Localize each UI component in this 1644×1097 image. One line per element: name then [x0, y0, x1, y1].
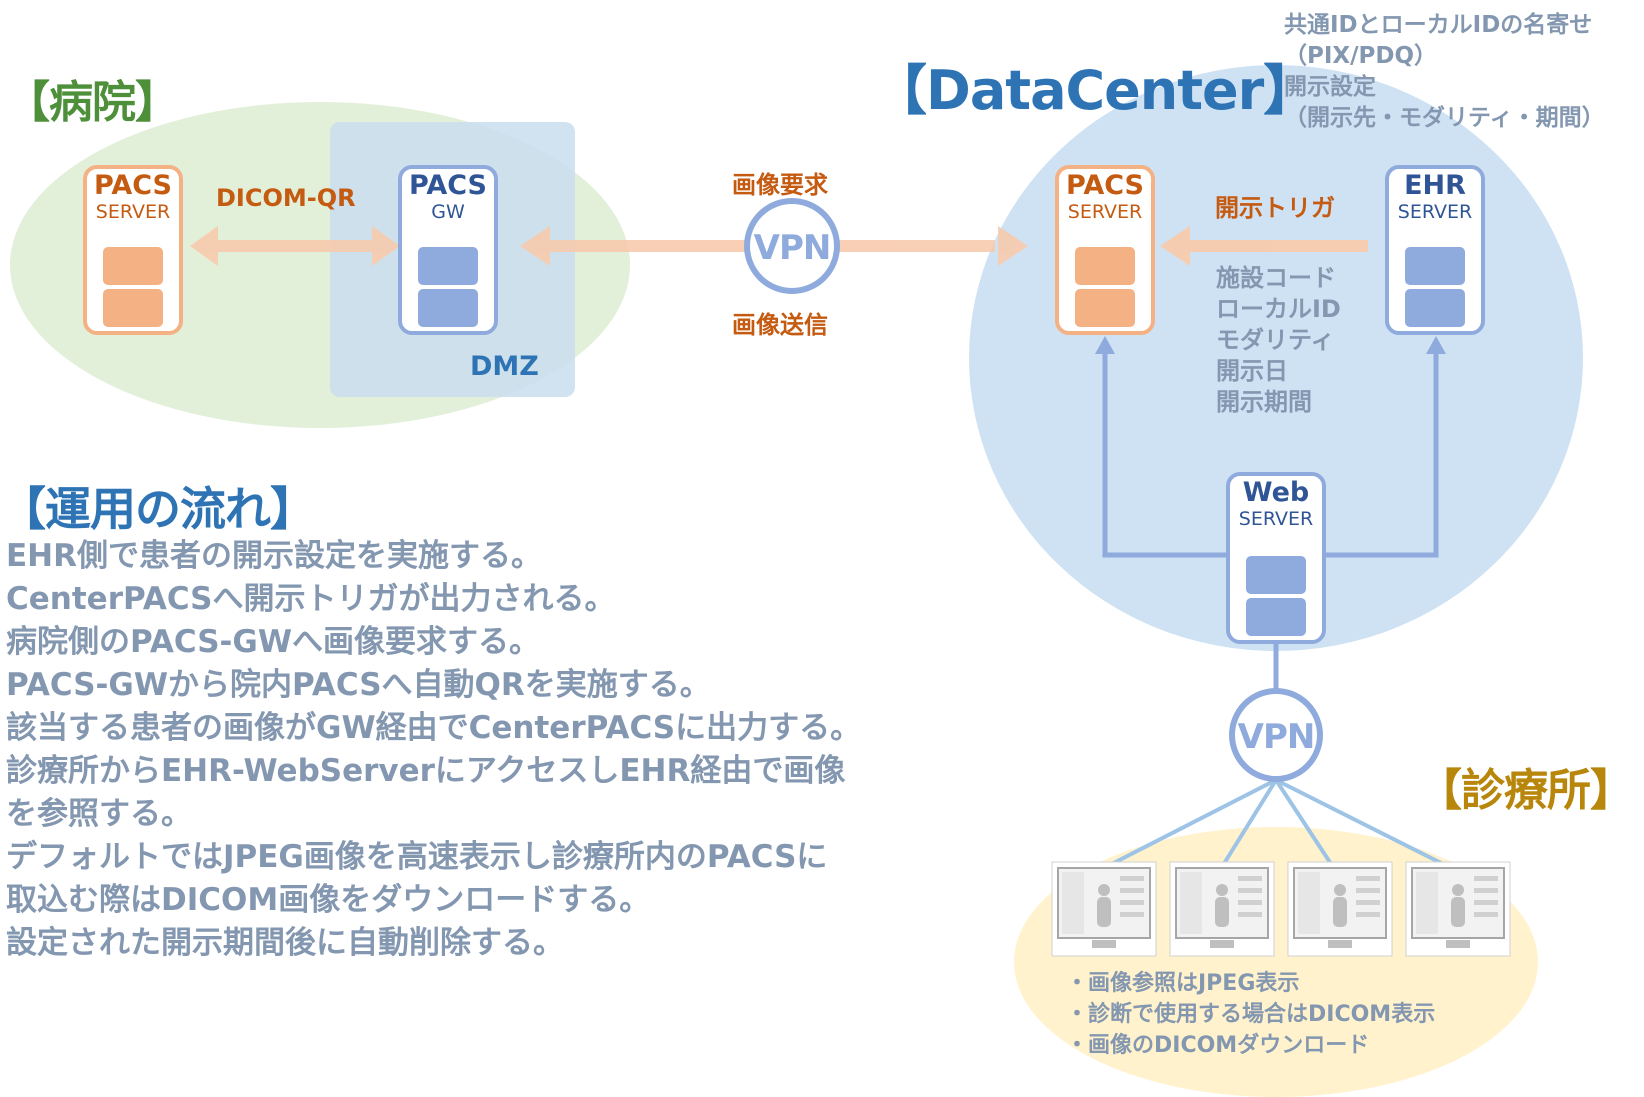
vpn-top-label: VPN — [753, 228, 832, 268]
operation-step: 診療所からEHR-WebServerにアクセスしEHR経由で画像 — [6, 753, 846, 789]
web-to-ehr-arrowhead — [1426, 336, 1446, 354]
server-type: SERVER — [1397, 201, 1473, 223]
server-slot — [1075, 289, 1135, 327]
vpn-fanout-lines — [1099, 778, 1456, 872]
server-slot — [103, 247, 163, 285]
operation-step: 設定された開示期間後に自動削除する。 — [6, 925, 564, 961]
dc-web-server: Web SERVER — [1226, 472, 1326, 644]
trigger-field: 開示期間 — [1216, 388, 1312, 416]
datacenter-notes: 共通IDとローカルIDの名寄せ （PIX/PDQ） 開示設定 （開示先・モダリテ… — [1284, 10, 1605, 134]
operation-step: デフォルトではJPEG画像を高速表示し診療所内のPACSに — [6, 839, 828, 875]
clinic-note: ・画像参照はJPEG表示 — [1066, 971, 1300, 996]
dc-note: （開示先・モダリティ・期間） — [1284, 105, 1605, 131]
server-slot — [1246, 598, 1306, 636]
server-slot — [103, 289, 163, 327]
vpn-bottom-label: VPN — [1237, 717, 1316, 757]
dicom-qr-arrow — [190, 226, 400, 266]
pacs-gw-server: PACS GW — [398, 165, 498, 335]
dc-note: 開示設定 — [1284, 74, 1376, 100]
clinic-note: ・画像のDICOMダウンロード — [1066, 1033, 1370, 1058]
server-type: SERVER — [1238, 508, 1314, 530]
server-slot — [1075, 247, 1135, 285]
server-name: PACS — [94, 170, 172, 201]
server-name: Web — [1242, 477, 1310, 508]
operations-title: 【運用の流れ】 — [0, 482, 316, 536]
datacenter-title: 【DataCenter】 — [873, 59, 1317, 122]
server-type: GW — [431, 201, 465, 223]
dc-ehr-server: EHR SERVER — [1385, 165, 1485, 335]
server-type: SERVER — [95, 201, 171, 223]
operation-step: CenterPACSへ開示トリガが出力される。 — [6, 581, 616, 617]
dmz-label: DMZ — [470, 351, 539, 382]
operation-step: EHR側で患者の開示設定を実施する。 — [6, 538, 542, 574]
web-to-pacs-arrow — [1102, 352, 1226, 558]
clinic-title: 【診療所】 — [1418, 765, 1634, 816]
vpn-bottom-icon — [1229, 688, 1323, 782]
web-to-ehr-arrow — [1324, 352, 1439, 558]
trigger-field: 施設コード — [1216, 264, 1336, 292]
vpn-top-icon — [744, 198, 840, 294]
trigger-field: 開示日 — [1216, 357, 1288, 385]
dicom-qr-label: DICOM-QR — [216, 184, 356, 212]
clinic-terminal — [1051, 861, 1157, 957]
trigger-field: ローカルID — [1216, 295, 1341, 323]
clinic-notes: ・画像参照はJPEG表示 ・診断で使用する場合はDICOM表示 ・画像のDICO… — [1066, 968, 1435, 1061]
dc-note: 共通IDとローカルIDの名寄せ — [1284, 12, 1593, 38]
image-send-label: 画像送信 — [732, 311, 828, 339]
dc-note: （PIX/PDQ） — [1284, 43, 1438, 69]
trigger-arrow — [1160, 226, 1368, 266]
vpn-image-arrow — [520, 226, 1028, 266]
server-slot — [418, 247, 478, 285]
server-slot — [1246, 556, 1306, 594]
hospital-pacs-server: PACS SERVER — [83, 165, 183, 335]
dc-pacs-server: PACS SERVER — [1055, 165, 1155, 335]
server-slot — [1405, 247, 1465, 285]
operation-step: 病院側のPACS-GWへ画像要求する。 — [6, 624, 541, 660]
operation-steps: EHR側で患者の開示設定を実施する。 CenterPACSへ開示トリガが出力され… — [6, 535, 986, 965]
operation-step: を参照する。 — [6, 796, 192, 832]
operation-step: 該当する患者の画像がGW経由でCenterPACSに出力する。 — [6, 710, 862, 746]
web-to-pacs-arrowhead — [1095, 336, 1115, 354]
operation-step: PACS-GWから院内PACSへ自動QRを実施する。 — [6, 667, 711, 703]
clinic-note: ・診断で使用する場合はDICOM表示 — [1066, 1002, 1436, 1027]
trigger-field: モダリティ — [1216, 326, 1335, 354]
server-slot — [418, 289, 478, 327]
server-slot — [1405, 289, 1465, 327]
clinic-terminal — [1405, 861, 1511, 957]
operation-step: 取込む際はDICOM画像をダウンロードする。 — [6, 882, 651, 918]
image-request-label: 画像要求 — [732, 171, 828, 199]
clinic-terminal — [1169, 861, 1275, 957]
server-type: SERVER — [1067, 201, 1143, 223]
server-name: PACS — [1066, 170, 1144, 201]
server-name: EHR — [1404, 170, 1466, 201]
clinic-terminal — [1287, 861, 1393, 957]
server-name: PACS — [409, 170, 487, 201]
trigger-field-list: 施設コード ローカルID モダリティ 開示日 開示期間 — [1216, 263, 1341, 418]
disclosure-trigger-label: 開示トリガ — [1215, 194, 1335, 222]
hospital-title: 【病院】 — [6, 77, 179, 128]
